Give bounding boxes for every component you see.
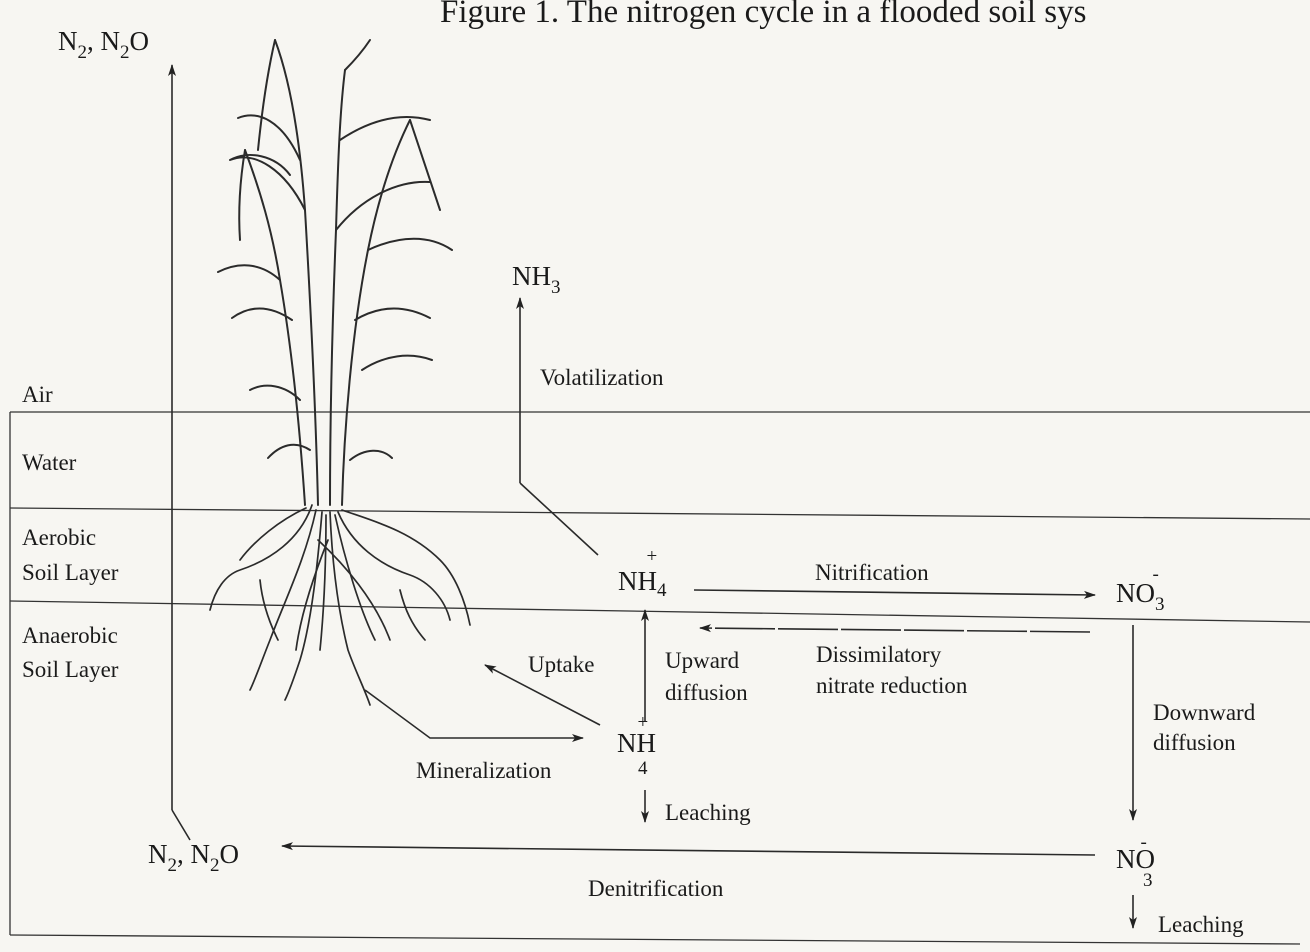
arrow-n2-link: [172, 810, 190, 840]
label-n2-n2o-bottom: N2, N2O: [148, 839, 239, 876]
layer-label-anaerobic-1: Anaerobic: [22, 623, 118, 648]
label-upward-1: Upward: [665, 648, 740, 673]
label-upward-2: diffusion: [665, 680, 748, 705]
label-downward-1: Downward: [1153, 700, 1256, 725]
label-leaching-no3: Leaching: [1158, 912, 1244, 937]
label-dissimilatory-1: Dissimilatory: [816, 642, 942, 667]
label-leaching-nh4: Leaching: [665, 800, 751, 825]
figure-title: Figure 1. The nitrogen cycle in a floode…: [440, 0, 1086, 30]
arrow-nitrification: [694, 590, 1095, 595]
label-dissimilatory-2: nitrate reduction: [816, 673, 968, 698]
arrow-dissimilatory-reduction: [700, 628, 1090, 632]
layer-label-air: Air: [22, 382, 53, 407]
label-mineralization: Mineralization: [416, 758, 552, 783]
layer-label-aerobic-1: Aerobic: [22, 525, 96, 550]
label-downward-2: diffusion: [1153, 730, 1236, 755]
label-denitrification: Denitrification: [588, 876, 724, 901]
water-soil-boundary: [10, 508, 1310, 519]
arrow-mineralization: [365, 690, 583, 738]
label-nh3: NH3: [512, 261, 561, 298]
layer-label-water: Water: [22, 450, 77, 475]
label-nitrification: Nitrification: [815, 560, 929, 585]
label-uptake: Uptake: [528, 652, 594, 677]
label-nh4-aerobic: NH4+: [618, 546, 667, 601]
label-n2-n2o-top: N2, N2O: [58, 26, 149, 63]
bottom-frame-line: [10, 935, 1300, 944]
label-volatilization: Volatilization: [540, 365, 664, 390]
layer-label-anaerobic-2: Soil Layer: [22, 657, 119, 682]
arrow-denitrification: [282, 846, 1095, 855]
arrow-volatilization-link: [520, 483, 598, 555]
layer-label-aerobic-2: Soil Layer: [22, 560, 119, 585]
aerobic-anaerobic-boundary: [10, 601, 1310, 622]
label-no3-aerobic: NO3-: [1116, 564, 1165, 615]
